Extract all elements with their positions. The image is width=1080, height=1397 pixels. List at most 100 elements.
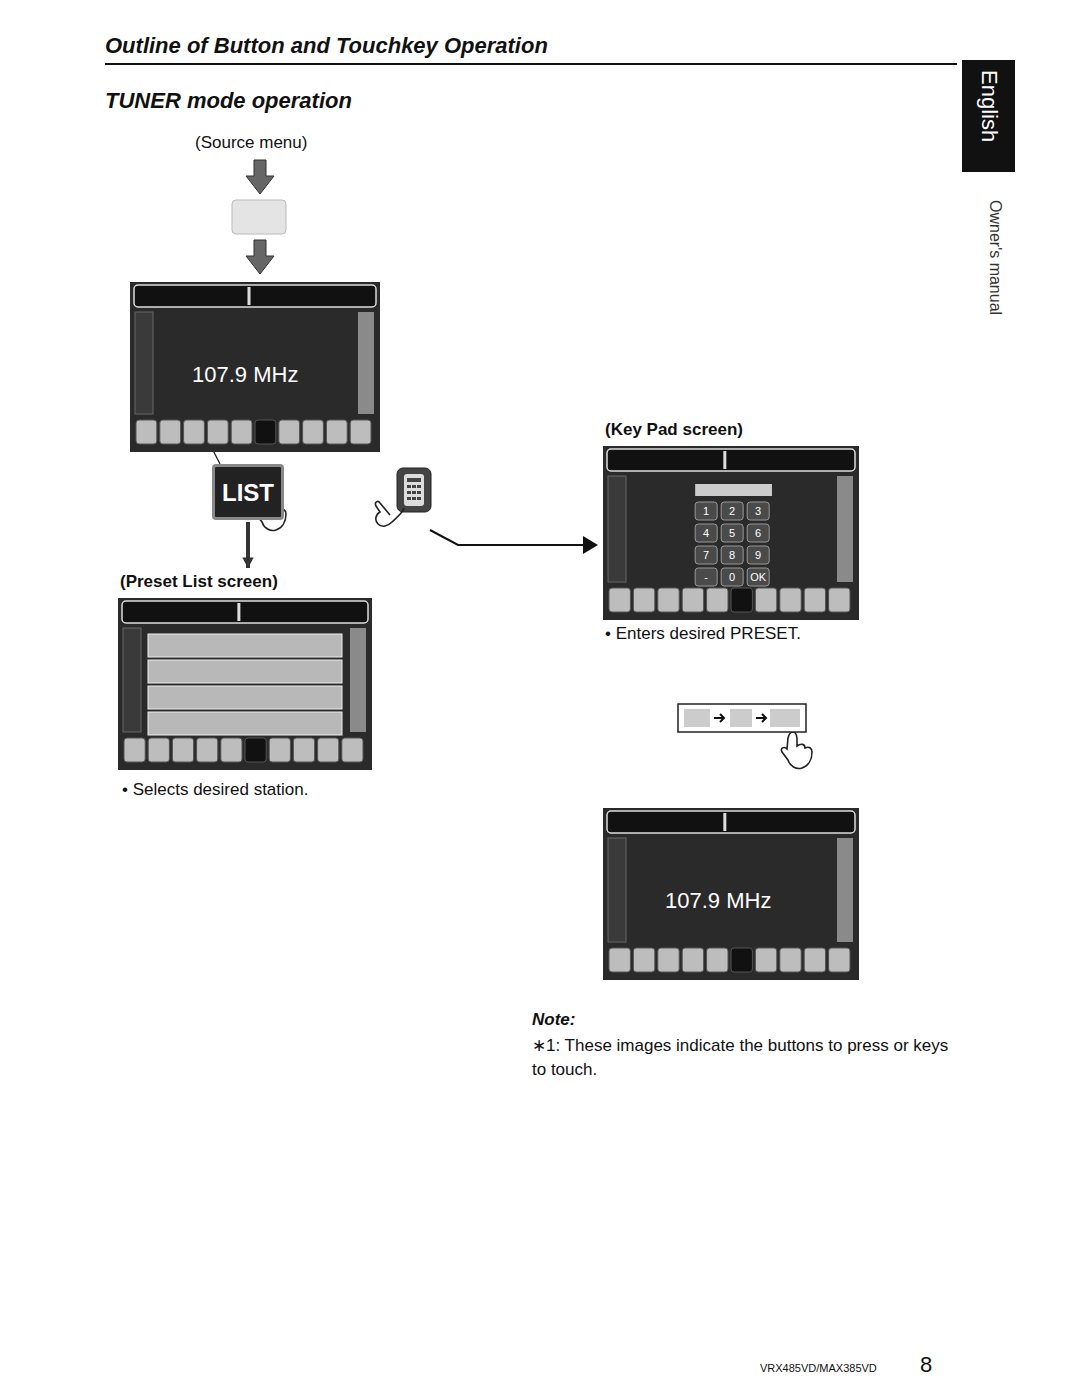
soft-key [184, 420, 205, 444]
page-title: Outline of Button and Touchkey Operation [105, 33, 548, 59]
heading-rule [105, 63, 957, 65]
soft-key [633, 948, 654, 972]
screen-heading: (Preset List screen) [120, 572, 278, 592]
manual-tab-label: Owner's manual [986, 200, 1004, 315]
status-bar [607, 449, 855, 471]
keypad-key: OK [747, 568, 769, 586]
soft-key [172, 738, 193, 762]
keypad-key: 4 [695, 524, 717, 542]
soft-key [804, 948, 825, 972]
soft-key [609, 948, 630, 972]
preset-row [148, 712, 342, 735]
keypad-key: 5 [721, 524, 743, 542]
soft-key [658, 588, 679, 612]
status-bar [134, 285, 376, 307]
keypad-key: 2 [721, 502, 743, 520]
soft-key [318, 738, 339, 762]
soft-key [293, 738, 314, 762]
key-button [721, 502, 743, 520]
soft-key [245, 738, 266, 762]
screen-ground [130, 282, 380, 452]
keypad-key: - [695, 568, 717, 586]
scroll-bar [837, 838, 853, 942]
soft-key [279, 420, 300, 444]
soft-key [682, 948, 703, 972]
soft-key [829, 948, 850, 972]
side-bar [123, 628, 141, 732]
soft-key [136, 420, 157, 444]
frequency-readout: 107.9 MHz [665, 888, 771, 914]
key-button [721, 568, 743, 586]
preset-row [148, 660, 342, 683]
soft-key [731, 948, 752, 972]
source-button [232, 200, 286, 234]
soft-key [755, 948, 776, 972]
key-button [721, 524, 743, 542]
soft-key [731, 588, 752, 612]
side-bar [135, 312, 153, 414]
keypad-key: 0 [721, 568, 743, 586]
soft-key [658, 948, 679, 972]
soft-key [350, 420, 371, 444]
soft-key [633, 588, 654, 612]
note-text: ∗1: These images indicate the buttons to… [532, 1034, 952, 1082]
keypad-key: 3 [747, 502, 769, 520]
page-number: 8 [920, 1352, 932, 1378]
result-note: • Enters desired PRESET. [605, 624, 801, 644]
key-button [695, 524, 717, 542]
soft-key [148, 738, 169, 762]
language-tab-label: English [976, 70, 1002, 142]
step-label: (Source menu) [195, 133, 307, 153]
status-bar [607, 811, 855, 833]
side-bar [608, 476, 626, 582]
preset-row [148, 634, 342, 657]
keypad-icon [397, 468, 431, 512]
soft-key [755, 588, 776, 612]
result-note: • Selects desired station. [122, 780, 308, 800]
pointer-line [430, 530, 585, 545]
status-divider [237, 603, 240, 621]
key-button [747, 546, 769, 564]
scroll-bar [837, 476, 853, 582]
soft-key [124, 738, 145, 762]
status-bar [122, 601, 368, 623]
scroll-bar [350, 628, 366, 732]
arrowhead [583, 536, 598, 554]
connector [242, 522, 254, 568]
screen-ground [118, 598, 372, 770]
key-button [695, 568, 717, 586]
language-tab [962, 60, 1015, 172]
note-heading: Note: [532, 1010, 575, 1030]
screen-ground [603, 808, 859, 980]
soft-key [197, 738, 218, 762]
soft-key [829, 588, 850, 612]
soft-key [682, 588, 703, 612]
soft-key [780, 588, 801, 612]
keypad-key: 8 [721, 546, 743, 564]
model-number: VRX485VD/MAX385VD [760, 1362, 877, 1374]
tuner-screen: 107.9 MHz [130, 282, 380, 452]
soft-key [255, 420, 276, 444]
soft-key [160, 420, 181, 444]
soft-key [707, 948, 728, 972]
status-divider [723, 451, 726, 469]
screen-ground [603, 446, 859, 620]
key-button [695, 546, 717, 564]
tuner-screen: 107.9 MHz [603, 808, 859, 980]
key-button [721, 546, 743, 564]
soft-key [342, 738, 363, 762]
scroll-bar [358, 312, 374, 414]
soft-key [609, 588, 630, 612]
entry-field [695, 484, 772, 496]
button-label: LIST [215, 479, 281, 507]
list-button: LIST [212, 464, 284, 520]
soft-key [269, 738, 290, 762]
soft-key [804, 588, 825, 612]
frequency-readout: 107.9 MHz [192, 362, 298, 388]
tuner-screen: (Preset List screen) [118, 598, 372, 770]
soft-key [780, 948, 801, 972]
soft-key [303, 420, 324, 444]
key-button [747, 524, 769, 542]
screen-heading: (Key Pad screen) [605, 420, 743, 440]
keypad-key: 9 [747, 546, 769, 564]
